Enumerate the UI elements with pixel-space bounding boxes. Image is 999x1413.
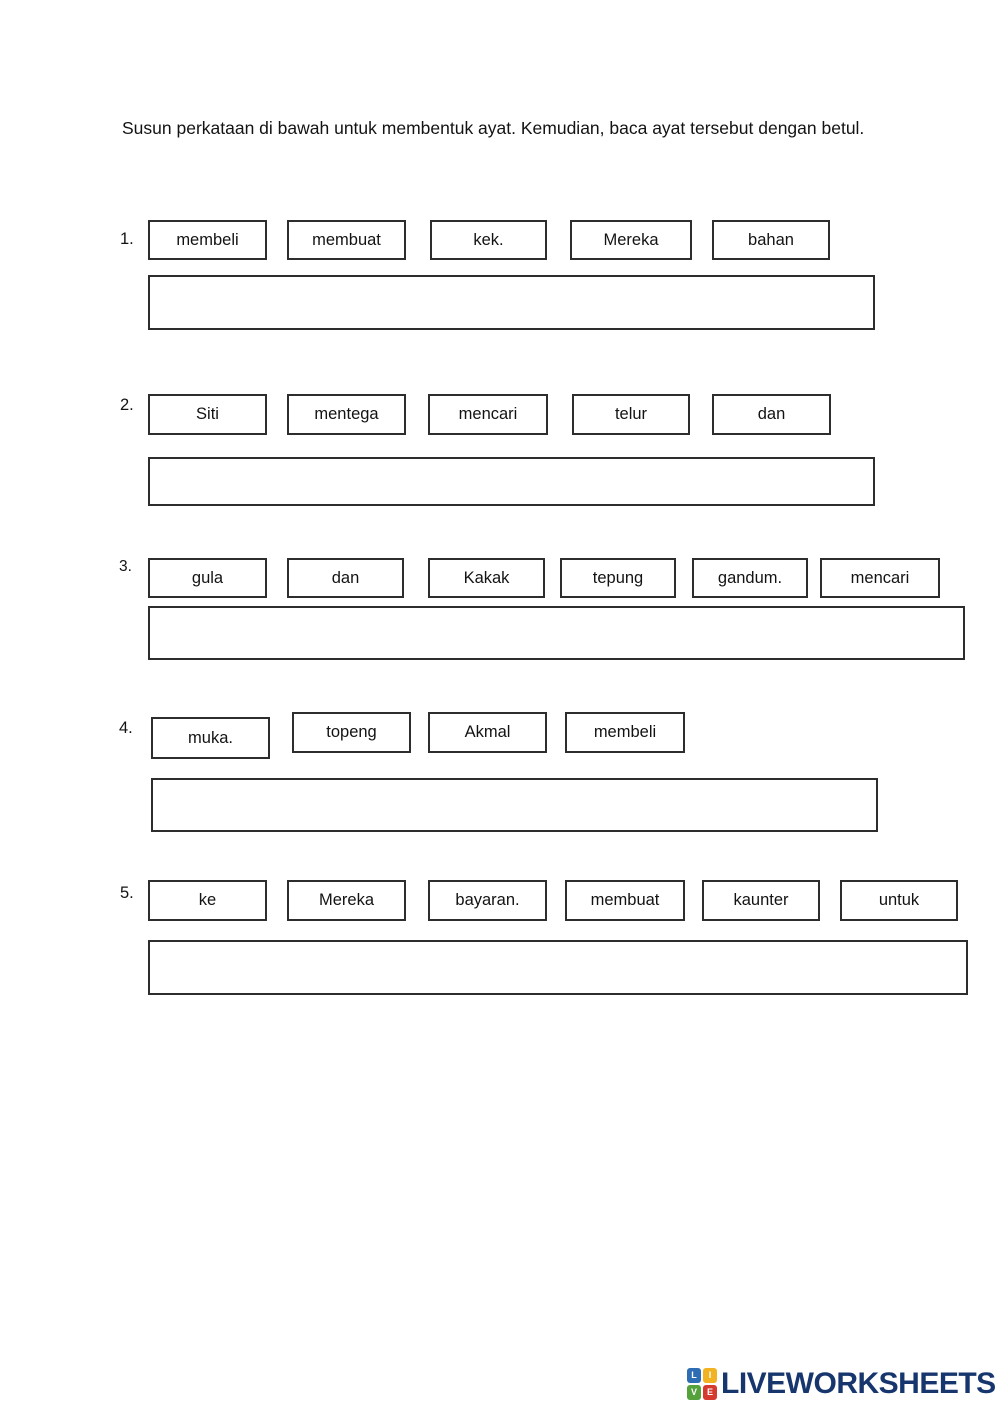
answer-box[interactable] xyxy=(148,940,968,995)
word-card[interactable]: ke xyxy=(148,880,267,921)
word-card[interactable]: bayaran. xyxy=(428,880,547,921)
word-card[interactable]: Mereka xyxy=(570,220,692,260)
word-card[interactable]: membuat xyxy=(565,880,685,921)
answer-box[interactable] xyxy=(148,275,875,330)
word-card[interactable]: gula xyxy=(148,558,267,598)
word-card[interactable]: kaunter xyxy=(702,880,820,921)
word-card[interactable]: dan xyxy=(712,394,831,435)
word-card[interactable]: mencari xyxy=(820,558,940,598)
exercise-number: 5. xyxy=(120,884,134,902)
logo-square-l: L xyxy=(687,1368,701,1383)
answer-box[interactable] xyxy=(151,778,878,832)
exercise-number: 4. xyxy=(119,719,133,737)
exercise-number: 2. xyxy=(120,396,134,414)
exercise-number: 3. xyxy=(119,558,132,575)
word-card[interactable]: Kakak xyxy=(428,558,545,598)
word-card[interactable]: topeng xyxy=(292,712,411,753)
word-card[interactable]: Mereka xyxy=(287,880,406,921)
word-card[interactable]: gandum. xyxy=(692,558,808,598)
word-card[interactable]: membeli xyxy=(148,220,267,260)
word-card[interactable]: kek. xyxy=(430,220,547,260)
answer-box[interactable] xyxy=(148,457,875,506)
word-card[interactable]: Akmal xyxy=(428,712,547,753)
liveworksheets-logo: L I V E LIVEWORKSHEETS xyxy=(687,1367,996,1401)
word-card[interactable]: membeli xyxy=(565,712,685,753)
instructions-text: Susun perkataan di bawah untuk membentuk… xyxy=(122,118,865,138)
logo-square-e: E xyxy=(703,1385,717,1400)
word-card[interactable]: bahan xyxy=(712,220,830,260)
word-card[interactable]: mencari xyxy=(428,394,548,435)
answer-box[interactable] xyxy=(148,606,965,660)
word-card[interactable]: tepung xyxy=(560,558,676,598)
word-card[interactable]: untuk xyxy=(840,880,958,921)
word-card[interactable]: membuat xyxy=(287,220,406,260)
word-card[interactable]: telur xyxy=(572,394,690,435)
exercise-number: 1. xyxy=(120,230,134,248)
brand-name: LIVEWORKSHEETS xyxy=(721,1367,996,1400)
word-card[interactable]: muka. xyxy=(151,717,270,759)
word-card[interactable]: Siti xyxy=(148,394,267,435)
word-card[interactable]: mentega xyxy=(287,394,406,435)
word-card[interactable]: dan xyxy=(287,558,404,598)
logo-square-i: I xyxy=(703,1368,717,1383)
logo-square-v: V xyxy=(687,1385,701,1400)
liveworksheets-logo-icon: L I V E xyxy=(687,1368,717,1400)
